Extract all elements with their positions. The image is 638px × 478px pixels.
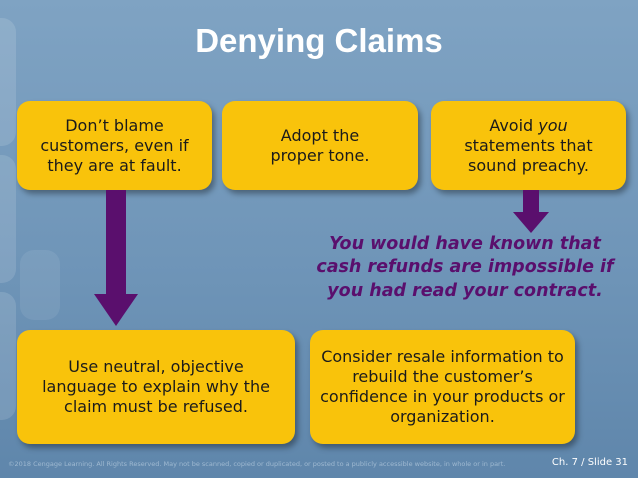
box-resale-information: Consider resale information to rebuild t… [310, 330, 575, 444]
avoid-italic-you: you [538, 115, 568, 135]
box-resale-information-text: Consider resale information to rebuild t… [320, 347, 565, 426]
box-dont-blame: Don’t blame customers, even if they are … [17, 101, 212, 190]
decorative-panel [0, 155, 16, 283]
arrow-down-short-icon [513, 190, 549, 233]
box-avoid-you: Avoid you statements that sound preachy. [431, 101, 626, 190]
arrow-down-long-icon [94, 190, 138, 326]
box-avoid-you-text: Avoid you statements that sound preachy. [449, 116, 609, 176]
box-dont-blame-text: Don’t blame customers, even if they are … [40, 115, 189, 175]
slide-title: Denying Claims [195, 22, 443, 59]
example-preachy-statement: You would have known that cash refunds a… [316, 234, 614, 301]
decorative-panel [20, 250, 60, 320]
box-adopt-tone: Adopt the proper tone. [222, 101, 418, 190]
box-neutral-language-text: Use neutral, objective language to expla… [42, 357, 270, 416]
decorative-panel [0, 18, 16, 146]
copyright-notice: ©2018 Cengage Learning. All Rights Reser… [8, 460, 506, 468]
box-adopt-tone-text: Adopt the proper tone. [270, 125, 370, 165]
slide-number: Ch. 7 / Slide 31 [551, 457, 628, 468]
box-neutral-language: Use neutral, objective language to expla… [17, 330, 295, 444]
avoid-suffix: statements that sound preachy. [464, 135, 593, 175]
decorative-panel [0, 292, 16, 420]
avoid-prefix: Avoid [489, 115, 539, 135]
